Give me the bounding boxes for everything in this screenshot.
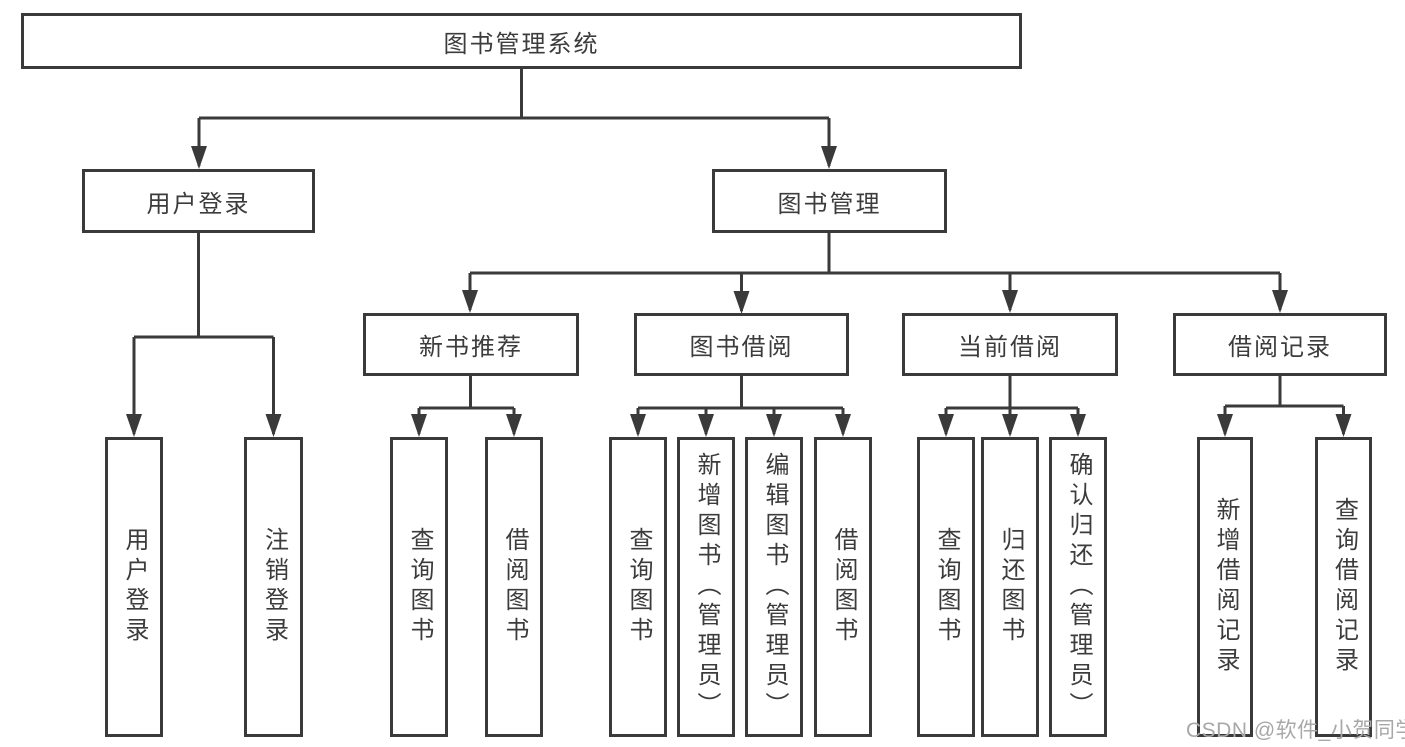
leaf-borrow-add-books-admin: 新增图书（管理员） [677, 437, 735, 737]
arrow-icon [191, 146, 207, 169]
arrow-icon [1335, 414, 1352, 437]
arrow-icon [938, 414, 954, 437]
arrow-icon [821, 146, 837, 169]
leaf-records-query-borrow-record: 查询借阅记录 [1315, 437, 1372, 737]
node-new-book-recommendation: 新书推荐 [363, 313, 579, 376]
leaf-current-confirm-return-admin: 确认归还（管理员） [1049, 437, 1107, 737]
leaf-current-query-books: 查询图书 [917, 437, 975, 737]
arrow-icon [411, 414, 427, 437]
arrow-icon [630, 414, 646, 437]
leaf-records-add-borrow-record: 新增借阅记录 [1197, 437, 1253, 737]
arrow-icon [506, 414, 522, 437]
connector-bookmgmt-children [468, 231, 1282, 311]
arrow-icon [835, 414, 851, 437]
arrow-icon [1272, 290, 1288, 313]
arrow-icon [733, 291, 750, 314]
leaf-user-login: 用户登录 [105, 437, 163, 737]
arrow-icon [1002, 290, 1018, 313]
arrow-icon [766, 414, 782, 437]
arrow-icon [1217, 414, 1233, 437]
leaf-logout-login: 注销登录 [244, 437, 303, 737]
connector-borrow-children [636, 375, 845, 434]
watermark: CSDN @软件_小贺同学 [1186, 719, 1405, 742]
arrow-icon [462, 290, 478, 313]
leaf-current-return-books: 归还图书 [981, 437, 1039, 737]
leaf-borrow-query-books: 查询图书 [609, 437, 667, 737]
node-borrowing-records: 借阅记录 [1173, 313, 1387, 376]
arrow-icon [1002, 414, 1018, 437]
arrow-icon [126, 414, 142, 437]
arrow-icon [1070, 414, 1086, 437]
arrow-icon [265, 414, 282, 437]
connector-current-children [944, 374, 1080, 434]
node-root: 图书管理系统 [21, 13, 1022, 69]
connector-root-to-level2 [197, 66, 831, 166]
leaf-recommend-query-books: 查询图书 [390, 437, 448, 737]
arrow-icon [698, 414, 714, 437]
node-book-borrowing: 图书借阅 [634, 313, 849, 376]
connector-recommend-children [417, 374, 516, 434]
node-book-management: 图书管理 [712, 169, 947, 233]
connector-userlogin-children [132, 231, 275, 434]
leaf-borrow-borrow-books: 借阅图书 [814, 437, 872, 737]
node-current-borrowing: 当前借阅 [902, 313, 1118, 376]
node-user-login: 用户登录 [82, 169, 315, 233]
connector-records-children [1223, 374, 1345, 434]
leaf-recommend-borrow-books: 借阅图书 [485, 437, 543, 737]
leaf-borrow-edit-books-admin: 编辑图书（管理员） [745, 437, 803, 737]
